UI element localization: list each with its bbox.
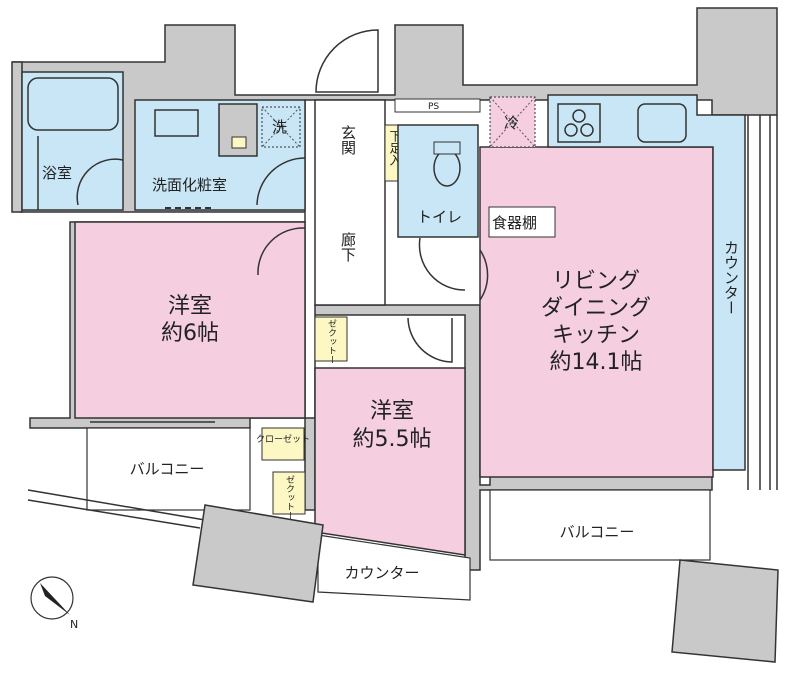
label-fridge: 冷 [504,114,519,132]
label-hallway: 廊下 [339,232,357,262]
label-balcony-left: バルコニー [130,460,205,478]
label-counter-right: カウンター [722,240,740,315]
counter-bottom [317,534,471,601]
label-ldk-2: ダイニング [541,296,651,321]
label-washroom: 洗面化粧室 [152,176,227,194]
window-right [747,115,778,490]
label-entrance: 玄関 [339,125,357,156]
western-room-2 [314,367,466,556]
label-washer: 洗 [272,118,287,136]
toilet-icon [433,149,461,187]
label-ldk-size: 約14.1帖 [550,350,643,375]
cupboard [488,206,556,238]
hallway [314,99,386,306]
balcony-right [489,489,711,561]
ldk-door [479,249,489,301]
label-ldk-3: キッチン [552,323,640,348]
washroom-door [256,157,306,206]
label-cupboard: 食器棚 [492,214,537,232]
western-room-1 [74,221,306,419]
room2-door [407,317,453,363]
label-room1-name: 洋室 [168,294,212,319]
label-counter-bottom: カウンター [344,564,419,582]
label-toilet: トイレ [417,208,462,226]
balcony-left [86,427,251,511]
room1-door [257,227,306,276]
closet-1 [314,316,348,362]
label-ps: PS [428,102,439,112]
toilet-door [418,237,466,291]
label-closet-3: ゼクットー [284,475,295,520]
entrance-door [315,29,379,93]
label-closet-1: ゼクットー [326,319,337,364]
kitchen-sink [637,103,687,143]
bath-door [76,158,124,206]
compass-icon [30,576,74,620]
label-room2-size: 約5.5帖 [353,427,432,452]
closet-3 [272,471,306,515]
closet-2 [261,427,305,461]
label-balcony-right: バルコニー [560,523,635,541]
label-bath: 浴室 [42,164,72,182]
label-ldk-1: リビング [552,269,640,294]
sink [154,109,199,137]
pillar-bottom-right [671,559,779,663]
compass-north-label: N [70,618,78,631]
label-room2-name: 洋室 [370,399,414,424]
label-closet-2: クローゼット [256,433,310,445]
bathtub [27,77,119,131]
pillar-bottom-middle [192,504,324,603]
label-room1-size: 約6帖 [161,321,219,346]
